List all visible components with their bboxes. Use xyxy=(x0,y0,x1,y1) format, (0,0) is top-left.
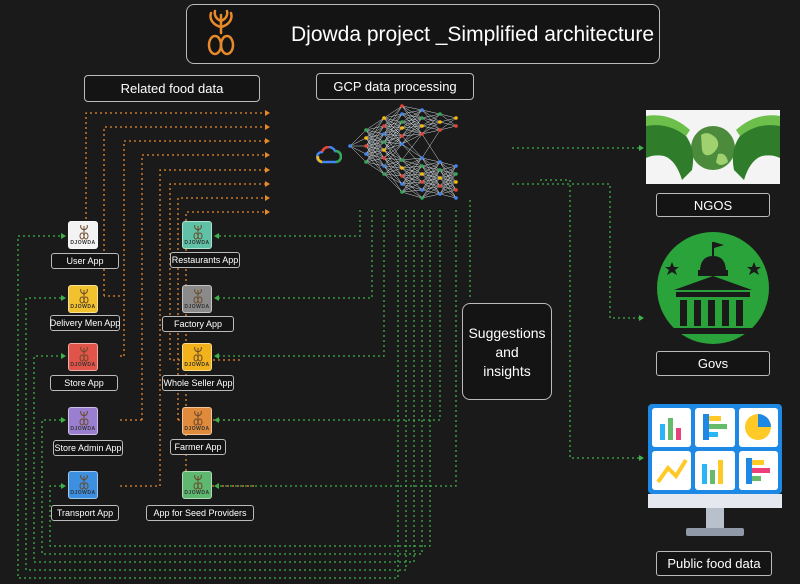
right-app-icon-2: DJOWDA xyxy=(182,343,212,371)
right-app-label-0[interactable]: Restaurants App xyxy=(170,252,240,268)
djowda-logo-icon xyxy=(193,289,203,304)
djowda-logo-icon xyxy=(79,347,89,362)
left-app-icon-0: DJOWDA xyxy=(68,221,98,249)
suggestions-line3: insights xyxy=(483,362,531,379)
right-app-label-4[interactable]: App for Seed Providers xyxy=(146,505,254,521)
djowda-logo-icon xyxy=(207,9,235,56)
left-app-icon-1: DJOWDA xyxy=(68,285,98,313)
djowda-logo-icon xyxy=(193,411,203,426)
right-app-label-2[interactable]: Whole Seller App xyxy=(162,375,234,391)
left-app-label-0[interactable]: User App xyxy=(51,253,119,269)
app-brand-text: DJOWDA xyxy=(184,304,210,310)
left-app-icon-2: DJOWDA xyxy=(68,343,98,371)
right-app-label-1[interactable]: Factory App xyxy=(162,316,234,332)
gcp-header: GCP data processing xyxy=(316,73,474,100)
left-app-label-3[interactable]: Store Admin App xyxy=(53,440,123,456)
ngos-hands-globe-icon xyxy=(646,110,780,184)
neural-network-icon xyxy=(348,104,458,200)
public-food-data-box: Public food data xyxy=(656,551,772,576)
app-brand-text: DJOWDA xyxy=(184,426,210,432)
page-title: Djowda project _Simplified architecture xyxy=(291,23,654,46)
public-food-data-label: Public food data xyxy=(667,556,761,571)
left-app-label-1[interactable]: Delivery Men App xyxy=(50,315,120,331)
app-brand-text: DJOWDA xyxy=(70,490,96,496)
app-brand-text: DJOWDA xyxy=(70,362,96,368)
left-app-icon-4: DJOWDA xyxy=(68,471,98,499)
djowda-logo-icon xyxy=(193,475,203,490)
right-app-label-3[interactable]: Farmer App xyxy=(170,439,226,455)
govs-label: Govs xyxy=(697,356,729,371)
djowda-logo-icon xyxy=(79,225,89,240)
govs-box: Govs xyxy=(656,351,770,376)
suggestions-box: Suggestions and insights xyxy=(462,303,552,400)
ngos-label: NGOS xyxy=(693,197,733,213)
app-brand-text: DJOWDA xyxy=(184,240,210,246)
right-app-icon-4: DJOWDA xyxy=(182,471,212,499)
suggestions-line2: and xyxy=(495,343,519,360)
gcp-label: GCP data processing xyxy=(333,79,457,94)
djowda-logo-icon xyxy=(79,475,89,490)
left-app-label-4[interactable]: Transport App xyxy=(51,505,119,521)
related-food-data-label: Related food data xyxy=(120,81,224,96)
government-building-icon xyxy=(657,232,769,344)
djowda-logo-icon xyxy=(193,347,203,362)
app-brand-text: DJOWDA xyxy=(70,426,96,432)
app-brand-text: DJOWDA xyxy=(70,304,96,310)
right-app-icon-3: DJOWDA xyxy=(182,407,212,435)
right-app-icon-1: DJOWDA xyxy=(182,285,212,313)
dashboard-monitor-icon xyxy=(648,404,782,536)
djowda-logo-icon xyxy=(79,411,89,426)
gcp-cloud-icon xyxy=(316,146,342,164)
left-app-icon-3: DJOWDA xyxy=(68,407,98,435)
ngos-box: NGOS xyxy=(656,193,770,217)
right-app-icon-0: DJOWDA xyxy=(182,221,212,249)
app-brand-text: DJOWDA xyxy=(184,490,210,496)
app-brand-text: DJOWDA xyxy=(184,362,210,368)
left-app-label-2[interactable]: Store App xyxy=(50,375,118,391)
app-brand-text: DJOWDA xyxy=(70,240,96,246)
djowda-logo-icon xyxy=(193,225,203,240)
suggestions-line1: Suggestions xyxy=(468,324,546,341)
djowda-logo-icon xyxy=(79,289,89,304)
title-box: Djowda project _Simplified architecture xyxy=(186,4,660,64)
related-food-data-header: Related food data xyxy=(84,75,260,102)
